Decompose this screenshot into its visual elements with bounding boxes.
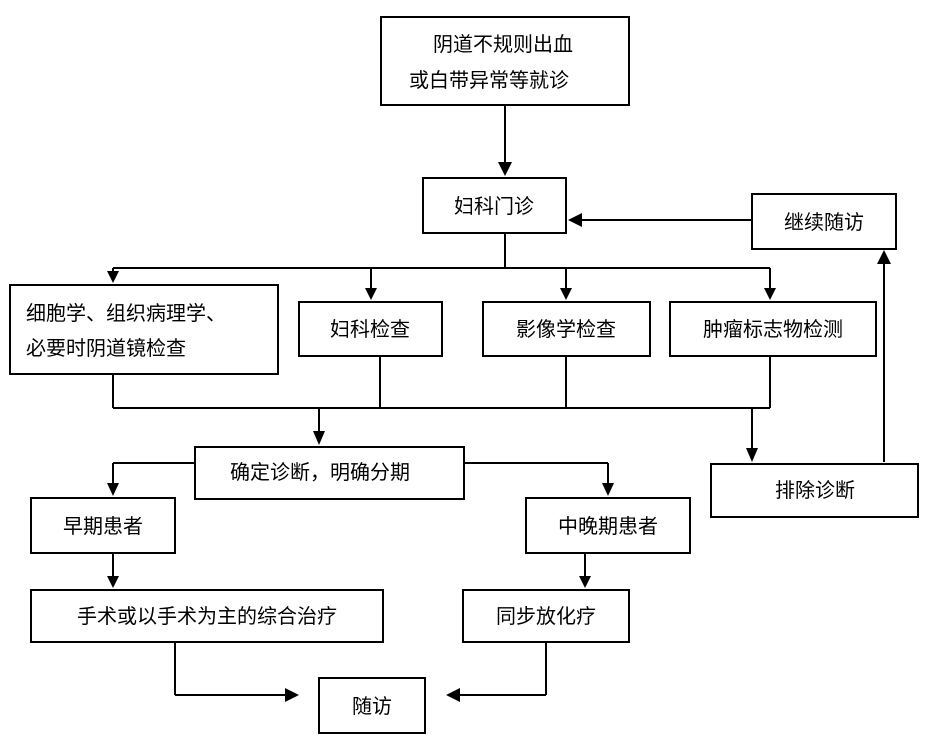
box-diagnosis-label: 确定诊断，明确分期 [230,460,410,484]
box-surgery-label: 手术或以手术为主的综合治疗 [77,604,337,628]
box-exclude: 排除诊断 [710,463,919,518]
box-early: 早期患者 [30,497,176,554]
box-diagnosis: 确定诊断，明确分期 [194,446,465,500]
box-visit-line-1: 阴道不规则出血 [433,32,573,56]
box-late: 中晚期患者 [525,497,691,554]
box-late-label: 中晚期患者 [558,514,658,538]
box-tumor-markers: 肿瘤标志物检测 [669,301,877,357]
box-follow-continue-label: 继续随访 [784,210,864,234]
box-cytology-line-1: 细胞学、组织病理学、 [26,301,226,325]
box-visit-line-2: 或白带异常等就诊 [409,68,569,92]
box-early-label: 早期患者 [63,514,143,538]
box-imaging-label: 影像学检查 [516,317,616,341]
box-visit: 阴道不规则出血 或白带异常等就诊 [380,16,630,106]
box-surgery: 手术或以手术为主的综合治疗 [30,589,384,643]
box-followup: 随访 [318,677,426,734]
box-follow-continue: 继续随访 [751,193,897,250]
box-gyn-exam: 妇科检查 [298,301,443,357]
box-chemo: 同步放化疗 [462,589,630,643]
box-chemo-label: 同步放化疗 [496,604,596,628]
box-exclude-label: 排除诊断 [775,478,855,502]
box-tumor-markers-label: 肿瘤标志物检测 [703,317,843,341]
box-imaging: 影像学检查 [482,301,651,357]
box-gyn-exam-label: 妇科检查 [330,317,410,341]
box-cytology: 细胞学、组织病理学、 必要时阴道镜检查 [9,284,279,375]
box-cytology-line-2: 必要时阴道镜检查 [26,336,186,360]
connectors [107,105,891,702]
box-clinic-label: 妇科门诊 [454,194,534,218]
box-clinic: 妇科门诊 [422,177,567,234]
box-followup-label: 随访 [352,694,392,718]
